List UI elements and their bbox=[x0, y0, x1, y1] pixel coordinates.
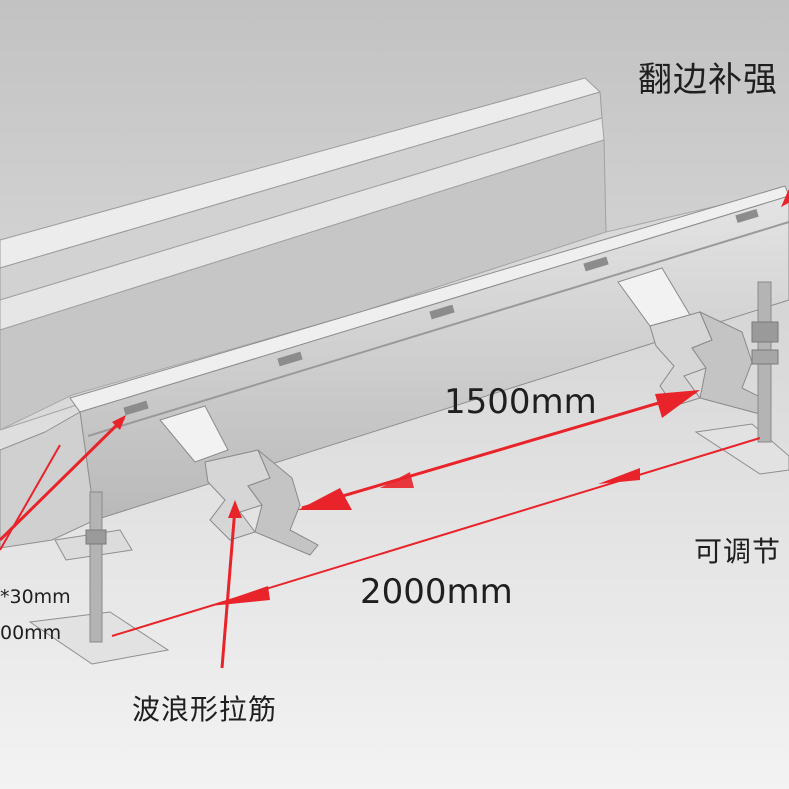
pointer-slot bbox=[0, 416, 126, 542]
pointer-wave-rib bbox=[220, 507, 237, 669]
label-flange-reinforce: 翻边补强 bbox=[638, 60, 778, 100]
annotation-arrows bbox=[0, 189, 789, 669]
label-wave-rib: 波浪形拉筋 bbox=[132, 693, 278, 726]
slot bbox=[583, 256, 609, 272]
label-dim-30: *30mm bbox=[0, 586, 71, 608]
near-wall-bottom bbox=[0, 411, 96, 549]
label-length-2000: 2000mm bbox=[360, 572, 513, 612]
adjustable-foot-left bbox=[28, 491, 170, 665]
slot bbox=[277, 351, 303, 367]
label-spacing-1500: 1500mm bbox=[444, 382, 597, 422]
slot bbox=[429, 304, 455, 320]
label-dim-00: 00mm bbox=[0, 622, 62, 644]
label-adjustable: 可调节 bbox=[694, 535, 782, 568]
wave-rib-right bbox=[617, 267, 771, 415]
slot bbox=[735, 208, 759, 224]
adjustable-foot-right bbox=[694, 281, 789, 475]
near-wall-groove bbox=[87, 221, 789, 437]
wave-rib-left bbox=[159, 405, 319, 556]
slot bbox=[123, 400, 149, 416]
channel-body bbox=[0, 77, 789, 549]
arrow-1500 bbox=[301, 390, 697, 510]
pointer-flange bbox=[780, 189, 789, 208]
near-wall-flange bbox=[69, 185, 789, 413]
